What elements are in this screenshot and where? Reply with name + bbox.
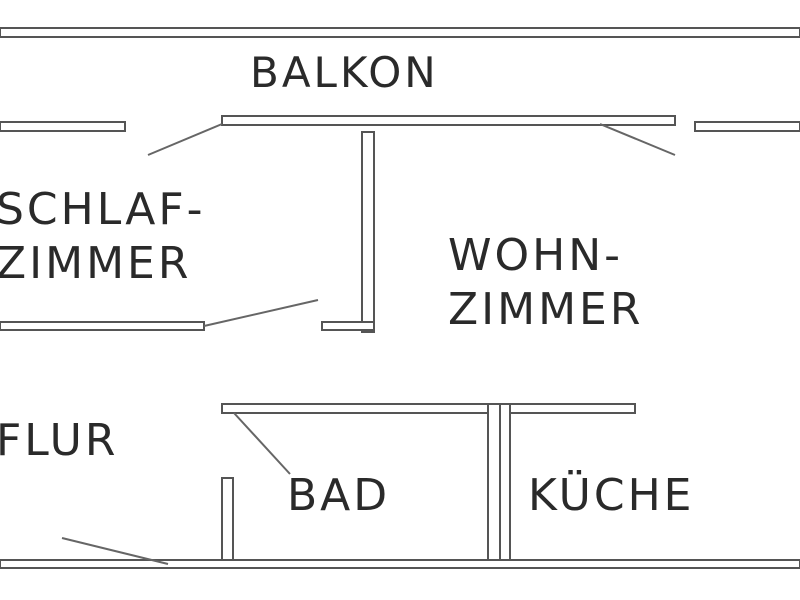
room-label-balkon: BALKON (250, 48, 439, 97)
wall-bad-kueche-top (221, 403, 636, 414)
wall-balcony-segment-1 (0, 121, 126, 132)
room-label-schlafzimmer: SCHLAF- ZIMMER (0, 183, 206, 291)
room-label-wohnzimmer: WOHN- ZIMMER (448, 229, 643, 337)
door-swing-wohn (599, 123, 676, 156)
room-label-kueche: KÜCHE (528, 470, 695, 521)
door-swing-bad (233, 412, 291, 475)
wall-schlaf-wohn (361, 131, 375, 333)
wall-bad-left (221, 477, 234, 565)
room-label-flur: FLUR (0, 415, 119, 466)
wall-bad-right-inner (499, 403, 511, 565)
wall-balcony-segment-3 (694, 121, 800, 132)
wall-bad-kueche-divider (487, 403, 501, 565)
room-label-wohnzimmer-line2: ZIMMER (448, 284, 644, 335)
wall-schlaf-bottom (0, 321, 205, 331)
door-swing-schlaf (147, 123, 223, 156)
wall-bottom (0, 559, 800, 569)
wall-balcony-top (0, 27, 800, 38)
wall-schlaf-bottom-stub (321, 321, 375, 331)
room-label-bad: BAD (287, 470, 391, 521)
room-label-schlafzimmer-line2: ZIMMER (0, 238, 192, 289)
door-swing-schlaf-flur (203, 299, 319, 327)
room-label-wohnzimmer-line1: WOHN- (448, 230, 624, 281)
wall-balcony-segment-2 (221, 115, 676, 126)
door-swing-flur-entry (61, 537, 169, 565)
room-label-schlafzimmer-line1: SCHLAF- (0, 184, 206, 235)
